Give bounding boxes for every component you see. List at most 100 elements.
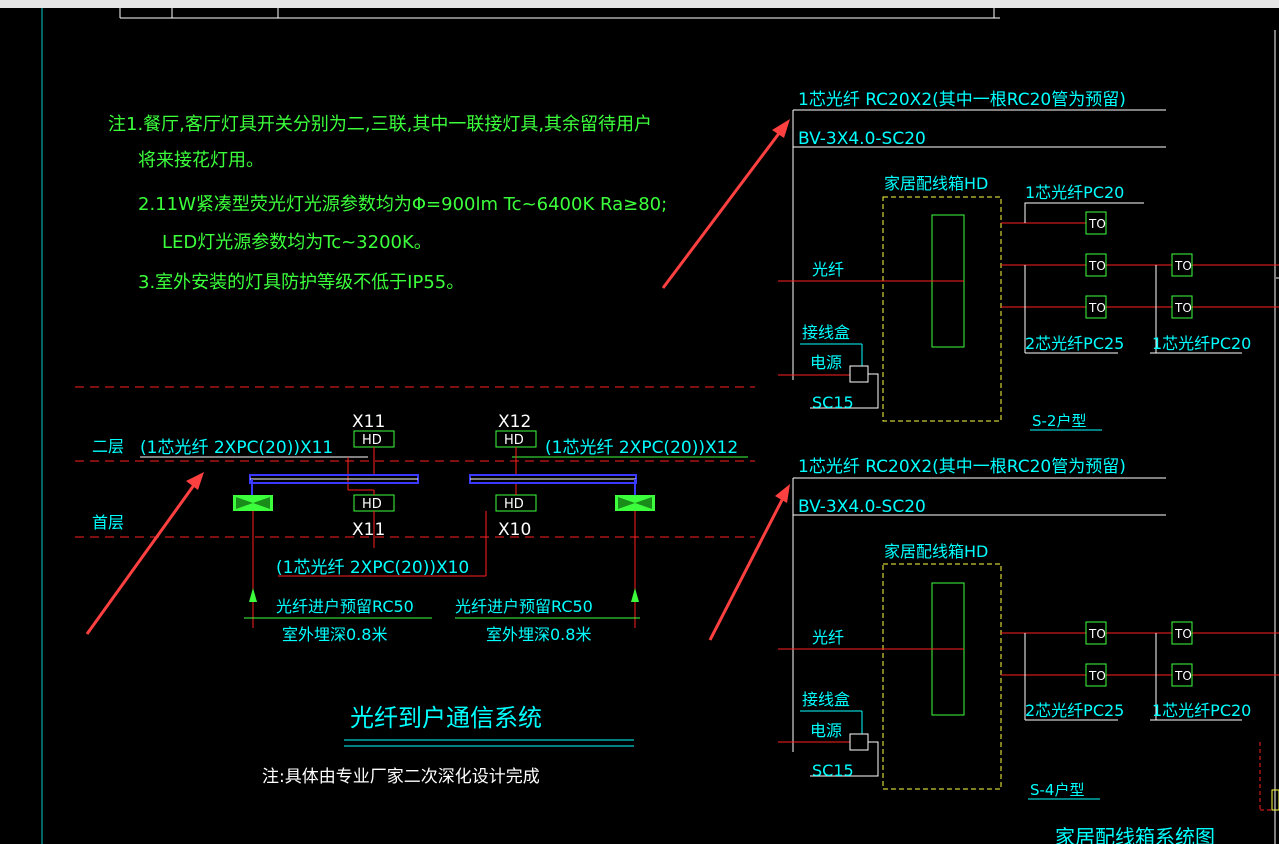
cable-tray-left — [249, 474, 419, 484]
floor-1-label: 首层 — [92, 513, 124, 532]
outlet-lines — [1001, 222, 1279, 308]
arrowhead-icon — [772, 119, 790, 138]
hd-box-x11-top[interactable]: HD — [353, 430, 395, 448]
arrowhead-icon — [775, 484, 790, 503]
note-line-4: LED灯光源参数均为Tc~3200K。 — [162, 232, 432, 253]
svg-text:TO: TO — [1174, 627, 1192, 641]
floor-2-label: 二层 — [92, 437, 124, 456]
design-notes: 注1.餐厅,客厅灯具开关分别为二,三联,其中一联接灯具,其余留待用户 将来接花灯… — [108, 114, 667, 293]
hd-label: HD — [504, 433, 524, 448]
fiber-label: 光纤 — [812, 260, 844, 279]
bottom-fiber-2-label: 2芯光纤PC25 — [1025, 334, 1124, 353]
junction-box-symbol[interactable] — [849, 733, 869, 751]
hd-links — [347, 447, 517, 495]
junction-box-label: 接线盒 — [802, 690, 850, 709]
to-outlet-1[interactable]: TO — [1085, 621, 1107, 645]
to-outlet-4[interactable]: TO — [1171, 253, 1193, 277]
to-outlet-4[interactable]: TO — [1171, 663, 1193, 687]
power-leader — [810, 373, 879, 409]
power-leader — [810, 741, 879, 777]
distribution-box[interactable] — [882, 563, 1002, 790]
depth-label-left: 室外埋深0.8米 — [282, 625, 387, 644]
fiber-label: 光纤 — [812, 628, 844, 647]
label-x11-top: X11 — [352, 412, 385, 432]
hd-label: HD — [362, 497, 382, 512]
arrow-icon — [85, 484, 196, 635]
window-top-edge — [0, 0, 1279, 8]
hd-label: HD — [362, 433, 382, 448]
edge-box-partial — [1259, 742, 1279, 811]
to-outlet-3[interactable]: TO — [1085, 295, 1107, 319]
arrow-icon — [661, 131, 782, 289]
type-label: S-2户型 — [1032, 412, 1086, 430]
cable-tray-right — [469, 474, 637, 484]
riser-lines — [252, 511, 636, 628]
note-line-3: 2.11W紧凑型荧光灯光源参数均为Φ=900lm Tc~6400K Ra≥80; — [138, 194, 667, 215]
power-spec-label: BV-3X4.0-SC20 — [798, 129, 926, 149]
svg-text:TO: TO — [1174, 301, 1192, 315]
entry-label-left: 光纤进户预留RC50 — [276, 597, 414, 616]
system-note: 注:具体由专业厂家二次深化设计完成 — [262, 767, 540, 787]
svg-text:TO: TO — [1088, 301, 1106, 315]
to-outlet-1[interactable]: TO — [1085, 211, 1107, 235]
tray-drops — [251, 479, 636, 496]
terminal-left[interactable] — [233, 495, 273, 511]
panel-s2[interactable]: 1芯光纤 RC20X2(其中一根RC20管为预留) BV-3X4.0-SC20 … — [778, 90, 1279, 431]
sc15-label: SC15 — [812, 393, 854, 412]
svg-text:TO: TO — [1088, 217, 1106, 231]
junction-box-label: 接线盒 — [802, 323, 850, 342]
entry-arrows — [249, 588, 639, 602]
label-x11-bottom: X11 — [352, 520, 385, 540]
hd-box-x12-top[interactable]: HD — [495, 430, 537, 448]
bottom-fiber-2-label: 2芯光纤PC25 — [1025, 701, 1124, 720]
fiber-spec-label: 1芯光纤 RC20X2(其中一根RC20管为预留) — [798, 457, 1126, 477]
power-spec-label: BV-3X4.0-SC20 — [798, 497, 926, 517]
out-fiber-top-label: 1芯光纤PC20 — [1025, 183, 1124, 202]
box-label: 家居配线箱HD — [884, 542, 988, 561]
note-line-5: 3.室外安装的灯具防护等级不低于IP55。 — [138, 272, 464, 293]
cable-label-x11: (1芯光纤 2XPC(20))X11 — [140, 438, 333, 458]
hd-box-x10-bottom[interactable]: HD — [495, 494, 537, 512]
panel-s4[interactable]: 1芯光纤 RC20X2(其中一根RC20管为预留) BV-3X4.0-SC20 … — [778, 457, 1279, 811]
cable-label-x12: (1芯光纤 2XPC(20))X12 — [545, 438, 738, 458]
drawing-frame — [119, 8, 1000, 19]
type-label: S-4户型 — [1030, 781, 1084, 799]
depth-label-right: 室外埋深0.8米 — [486, 625, 591, 644]
arrowhead-icon — [186, 472, 204, 490]
system-title: 光纤到户通信系统 — [350, 704, 542, 732]
bottom-title-partial: 家居配线箱系统图 — [1055, 825, 1215, 844]
fiber-system-diagram[interactable]: 二层 首层 (1芯光纤 2XPC(20))X11 (1芯光纤 2XPC(20))… — [75, 386, 755, 787]
distribution-box[interactable] — [882, 196, 1002, 422]
junction-box-symbol[interactable] — [849, 365, 869, 383]
terminal-right[interactable] — [615, 495, 655, 511]
annotation-arrows — [85, 119, 790, 641]
outlet-leaders — [1024, 202, 1242, 354]
note-line-1: 注1.餐厅,客厅灯具开关分别为二,三联,其中一联接灯具,其余留待用户 — [108, 114, 652, 135]
label-x12-top: X12 — [498, 412, 531, 432]
box-label: 家居配线箱HD — [884, 174, 988, 193]
to-outlet-5[interactable]: TO — [1171, 295, 1193, 319]
svg-text:TO: TO — [1088, 627, 1106, 641]
arrow-icon — [708, 499, 784, 641]
bottom-fiber-1-label: 1芯光纤PC20 — [1152, 334, 1251, 353]
svg-text:TO: TO — [1088, 669, 1106, 683]
to-outlet-3[interactable]: TO — [1171, 621, 1193, 645]
label-x10-bottom: X10 — [498, 520, 531, 540]
floor-lines — [75, 386, 755, 538]
bottom-fiber-1-label: 1芯光纤PC20 — [1152, 701, 1251, 720]
svg-text:TO: TO — [1174, 669, 1192, 683]
to-outlet-2[interactable]: TO — [1085, 663, 1107, 687]
edge-symbol-partial — [1271, 789, 1279, 811]
outlet-leaders — [1024, 633, 1242, 721]
power-label: 电源 — [810, 353, 842, 372]
outlet-lines — [1001, 632, 1279, 676]
hd-box-x11-bottom[interactable]: HD — [353, 494, 395, 512]
fiber-spec-label: 1芯光纤 RC20X2(其中一根RC20管为预留) — [798, 90, 1126, 110]
svg-text:TO: TO — [1088, 259, 1106, 273]
hd-label: HD — [504, 497, 524, 512]
to-outlet-2[interactable]: TO — [1085, 253, 1107, 277]
power-label: 电源 — [810, 721, 842, 740]
cable-label-x10: (1芯光纤 2XPC(20))X10 — [276, 558, 469, 578]
